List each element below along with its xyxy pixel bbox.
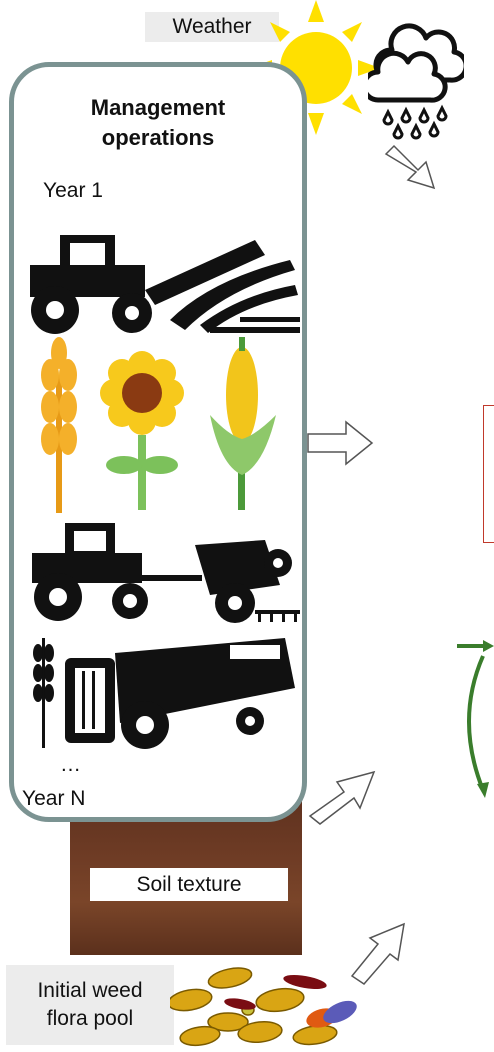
year-last-label: Year N: [22, 787, 86, 810]
corn-icon: [210, 337, 276, 510]
sunflower-icon: [100, 351, 184, 510]
seeds-icon: [170, 967, 357, 1047]
year-first-label: Year 1: [43, 179, 103, 202]
crops-icon: [41, 337, 276, 513]
green-loop-arrow: [457, 640, 494, 798]
plough-tractor-icon: [30, 235, 300, 334]
weed-arrow: [350, 922, 405, 985]
title-line-1: Management: [90, 95, 226, 120]
rain-cloud-icon: [368, 23, 464, 140]
management-arrow: [307, 420, 374, 466]
weed-pool-line-2: flora pool: [46, 1007, 134, 1030]
title-line-2: operations: [101, 125, 215, 150]
seeder-tractor-icon: [32, 523, 300, 623]
soil-texture-label: Soil texture: [90, 868, 288, 901]
weed-pool-label: Initial weed flora pool: [6, 965, 174, 1045]
panel-title: Management operations: [14, 93, 302, 153]
ellipsis-label: …: [60, 753, 81, 776]
management-panel: Management operations Year 1: [9, 62, 307, 822]
model-box-edge: [483, 405, 494, 543]
soil-arrow: [308, 770, 376, 825]
wheat-icon: [41, 337, 77, 513]
weed-pool-line-1: Initial weed: [37, 979, 143, 1002]
harvester-icon: [33, 638, 295, 749]
weather-label: Weather: [145, 12, 279, 42]
weather-arrow: [384, 144, 436, 190]
